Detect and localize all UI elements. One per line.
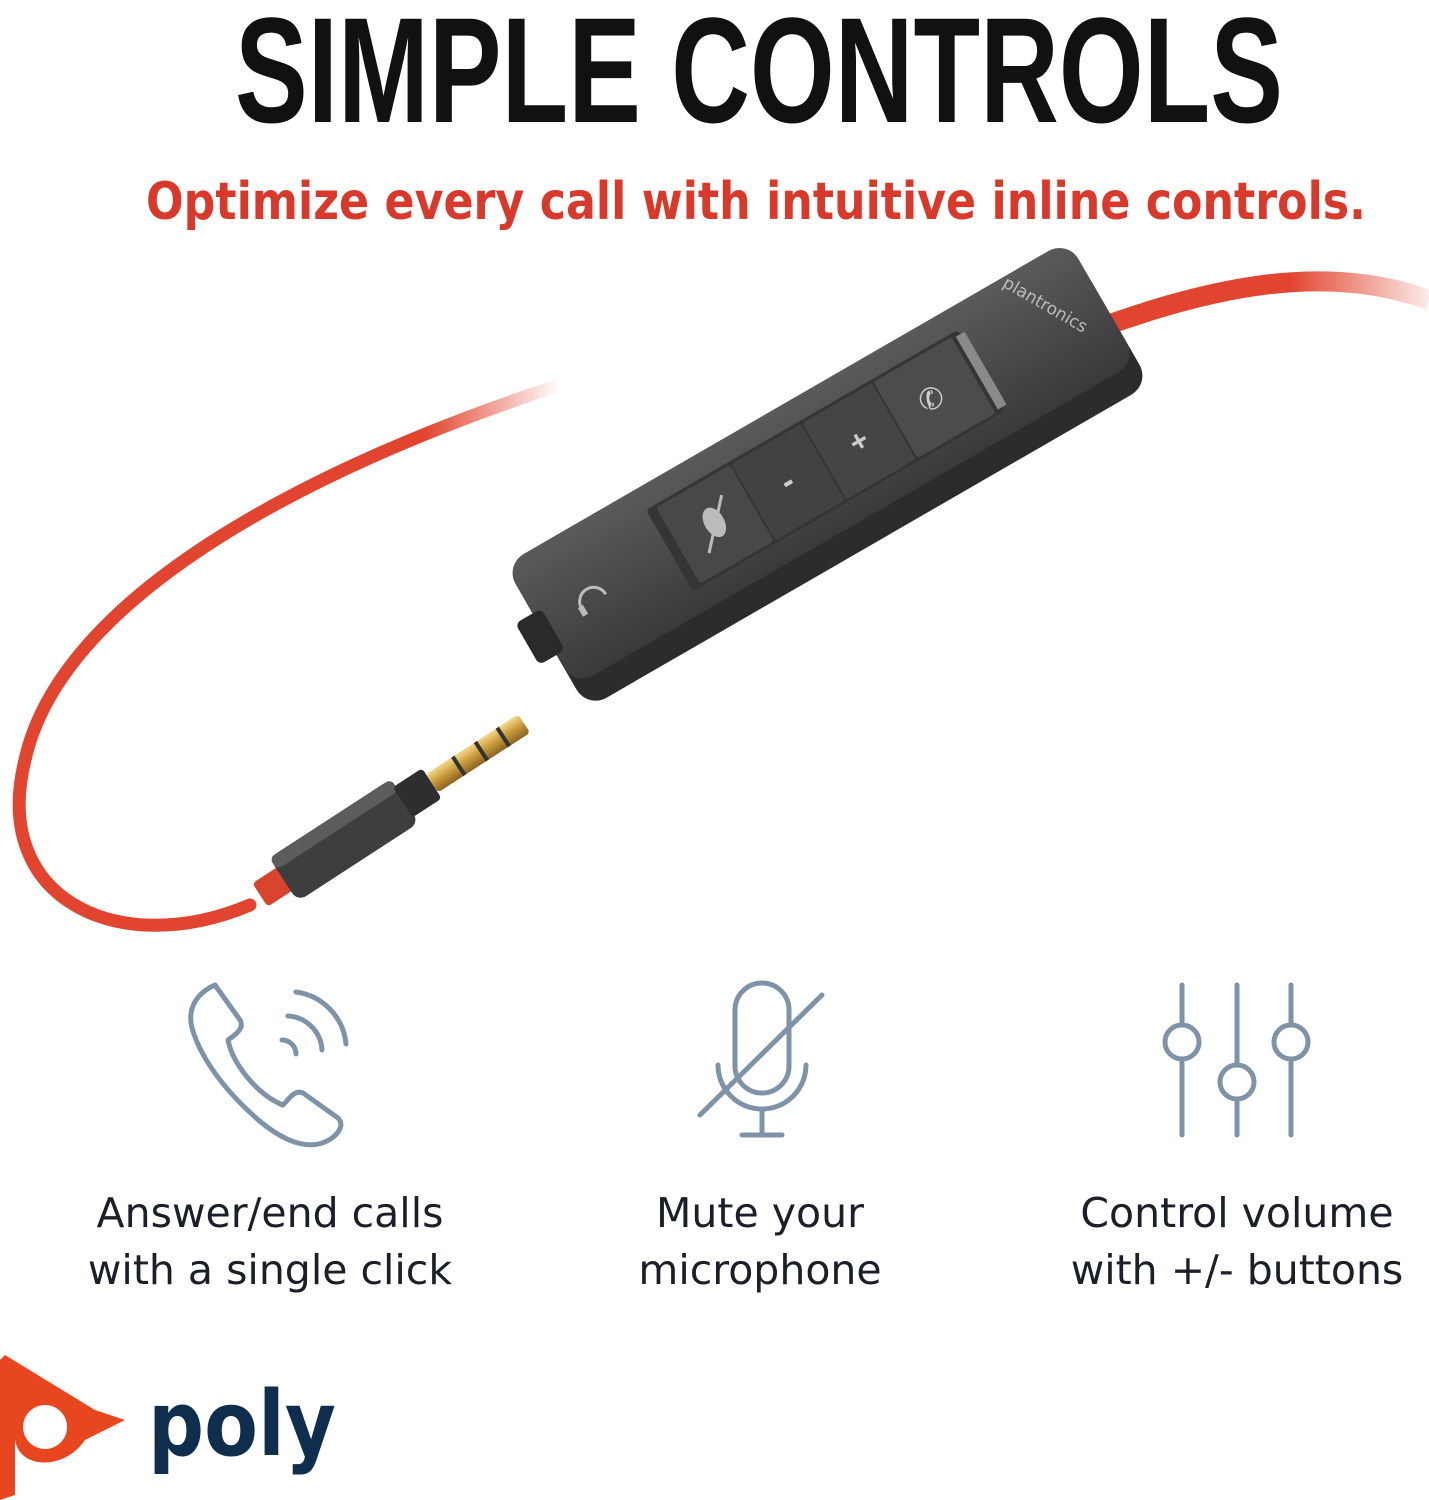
caption-line: Answer/end calls <box>96 1189 444 1237</box>
feature-caption-volume: Control volume with +/- buttons <box>1017 1185 1429 1299</box>
call-button <box>874 338 995 458</box>
inline-controller: plantronics - + ✆ <box>512 248 1143 701</box>
caption-line: Mute your <box>656 1189 864 1237</box>
phone-ringing-icon <box>188 982 349 1148</box>
cable-left <box>12 378 567 932</box>
cable-right <box>1076 271 1429 345</box>
caption-line: microphone <box>638 1246 882 1294</box>
sliders-icon <box>1162 982 1311 1138</box>
volume-up-button <box>803 384 915 499</box>
headset-port-icon <box>577 585 608 617</box>
feature-caption-answer: Answer/end calls with a single click <box>50 1185 490 1299</box>
audio-jack-plug <box>253 715 529 906</box>
volume-down-button <box>732 425 844 540</box>
caption-line: with a single click <box>87 1246 453 1294</box>
page-subtitle: Optimize every call with intuitive inlin… <box>146 172 1366 232</box>
poly-logo: poly <box>0 1355 336 1500</box>
caption-line: Control volume <box>1080 1189 1394 1237</box>
page-title: SIMPLE CONTROLS <box>235 0 1283 154</box>
mute-icon <box>702 494 727 554</box>
feature-caption-mute: Mute your microphone <box>540 1185 980 1299</box>
microphone-muted-icon <box>697 980 825 1138</box>
poly-logo-mark <box>0 1355 125 1500</box>
poly-logo-text: poly <box>148 1372 336 1477</box>
caption-line: with +/- buttons <box>1070 1246 1404 1294</box>
